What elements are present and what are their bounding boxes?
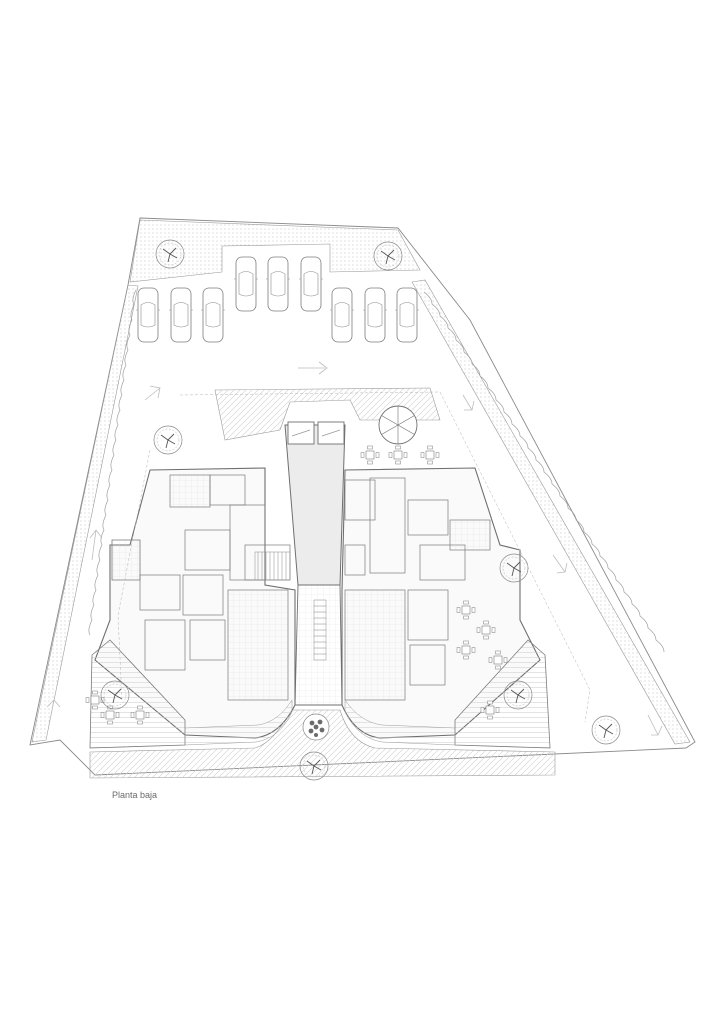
garden-strip-east [411, 279, 691, 745]
garden-strip-west [31, 284, 139, 743]
flower-bed-icon [302, 713, 330, 741]
car-icon [200, 287, 226, 343]
central-spine [284, 424, 346, 586]
hedge-east [423, 291, 665, 653]
car-icon [233, 256, 259, 312]
garden-strip-north [129, 219, 421, 283]
car-icon [135, 287, 161, 343]
umbrella-icon [378, 405, 418, 445]
central-corridor [294, 584, 343, 706]
drawing-caption: Planta baja [112, 790, 158, 800]
entry-doors [287, 421, 345, 445]
staircase [254, 551, 291, 581]
car-icon [168, 287, 194, 343]
car-icon [298, 256, 324, 312]
setback-lines [117, 391, 591, 723]
ramp [313, 599, 327, 661]
entry-plaza-north [214, 387, 441, 441]
tree-icon [591, 715, 621, 745]
car-icon [394, 287, 420, 343]
rooms-west [139, 474, 291, 701]
rooms-east [344, 477, 491, 701]
entry-plaza-south [89, 709, 556, 779]
car-icon [329, 287, 355, 343]
annex-west [111, 539, 141, 581]
tree-icon [153, 425, 183, 455]
hedge-west [88, 289, 137, 636]
terrace-front [184, 699, 293, 746]
car-icon [362, 287, 388, 343]
terrace-front-east [344, 699, 456, 746]
car-icon [265, 256, 291, 312]
circulation-arrows [46, 361, 663, 736]
